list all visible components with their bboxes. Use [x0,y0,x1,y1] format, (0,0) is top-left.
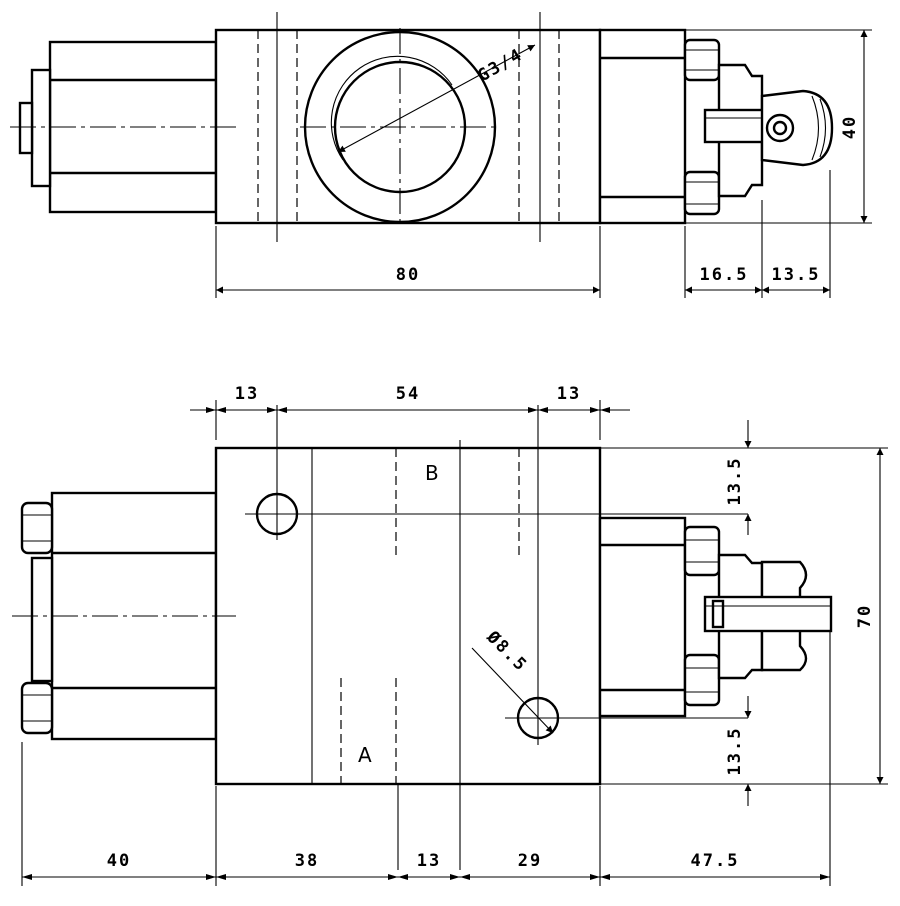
dim-70: 70 [855,604,875,628]
dim-16-5: 16.5 [700,265,749,285]
dim-80: 80 [396,265,420,285]
dim-29: 29 [518,851,542,871]
dim-13-5-top: 13.5 [772,265,821,285]
top-actuator [598,28,834,225]
dim-13-left: 13 [235,384,259,404]
front-top-dimensions: 13 54 13 [190,384,630,440]
dim-38: 38 [295,851,319,871]
dim-13-bottom: 13 [417,851,441,871]
dim-40-bottom: 40 [107,851,131,871]
front-bottom-dimensions: 40 38 13 29 47.5 [21,632,831,886]
dim-47-5: 47.5 [691,851,740,871]
dim-54: 54 [396,384,420,404]
front-side-dimensions: 70 13.5 13.5 [600,420,888,806]
dim-13-5-lower: 13.5 [725,727,745,776]
port-b-label: B [425,461,439,485]
g34-port: G3/4 [300,28,536,226]
front-view: B A Ø8.5 [12,384,888,886]
dim-40-height: 40 [840,115,860,139]
dim-13-right: 13 [557,384,581,404]
top-view: G3/4 80 [10,12,872,298]
top-dimensions: 80 16.5 13.5 40 [215,29,872,298]
front-actuator [598,516,833,718]
dim-13-5-upper: 13.5 [725,457,745,506]
port-a-label: A [358,743,372,767]
